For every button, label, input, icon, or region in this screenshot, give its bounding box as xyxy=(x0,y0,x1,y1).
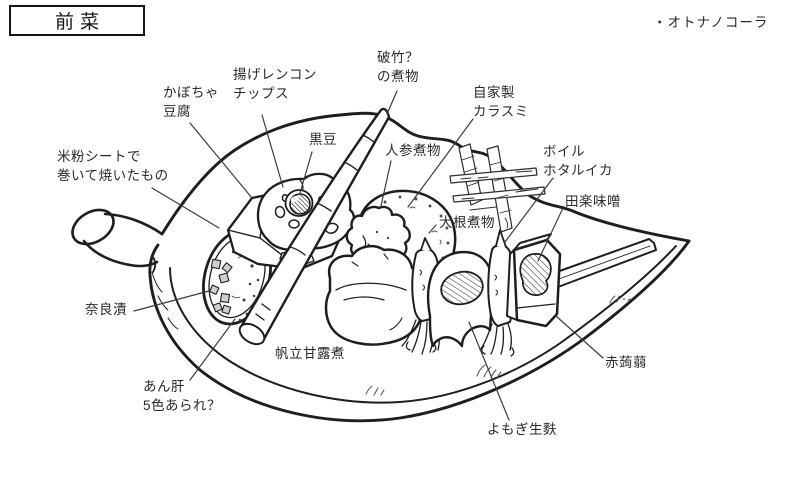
plate-marks xyxy=(365,295,633,396)
label-renkon-chips: 揚げレンコン チップス xyxy=(233,67,317,101)
leader-daikon xyxy=(428,224,437,234)
leader-renkon-chips xyxy=(261,114,284,188)
leader-lines xyxy=(133,90,604,421)
label-homemade-karasumi: 自家製 カラスミ xyxy=(473,85,529,119)
label-ninjin-nimono: 人参煮物 xyxy=(385,143,441,158)
label-narazuke: 奈良漬 xyxy=(85,302,127,317)
yomogi-fu xyxy=(426,250,494,348)
page-title: 前菜 xyxy=(54,12,105,33)
label-kabocha-tofu: かぼちゃ 豆腐 xyxy=(163,85,219,119)
label-daikon-nimono: 大根煮物 xyxy=(439,215,495,230)
leaf-plate xyxy=(71,111,691,423)
miso-topping xyxy=(519,253,552,296)
label-rice-flour-wrap: 米粉シートで 巻いて焼いたもの xyxy=(57,149,169,183)
leader-narazuke xyxy=(133,290,210,312)
label-aka-konnyaku: 赤蒟蒻 xyxy=(605,355,647,370)
leader-akakonnyaku xyxy=(555,315,604,359)
leader-ankimo xyxy=(189,318,236,381)
konnyaku-block xyxy=(506,233,657,328)
leader-ninjin xyxy=(380,160,392,207)
leader-kuromame xyxy=(299,151,313,194)
leader-karasumi xyxy=(407,118,474,208)
scallop xyxy=(324,244,424,346)
side-note: ・オトナノコーラ xyxy=(653,15,769,30)
label-boiled-hotaruika: ボイル ホタルイカ xyxy=(543,144,613,178)
label-hotate-kanroni: 帆立甘露煮 xyxy=(275,346,345,361)
leader-rice-flour-wrap xyxy=(151,187,220,229)
karasumi-sticks xyxy=(449,143,546,233)
label-ankimo-arare: あん肝 5色あられ？ xyxy=(143,379,222,413)
label-kuromame: 黒豆 xyxy=(309,132,337,147)
label-yomogi-namafu: よもぎ生麩 xyxy=(487,422,557,437)
leader-dengaku-miso xyxy=(537,207,564,262)
leader-hachiku xyxy=(386,90,398,115)
bamboo-shoot xyxy=(238,107,391,346)
title-box: 前菜 xyxy=(9,5,145,36)
label-hachiku-nimono: 破竹？ の煮物 xyxy=(377,50,419,84)
leader-yomogi xyxy=(468,321,510,421)
leader-kabocha-tofu xyxy=(189,122,253,199)
leader-hotaruika xyxy=(504,177,554,243)
label-dengaku-miso: 田楽味噌 xyxy=(565,194,621,209)
